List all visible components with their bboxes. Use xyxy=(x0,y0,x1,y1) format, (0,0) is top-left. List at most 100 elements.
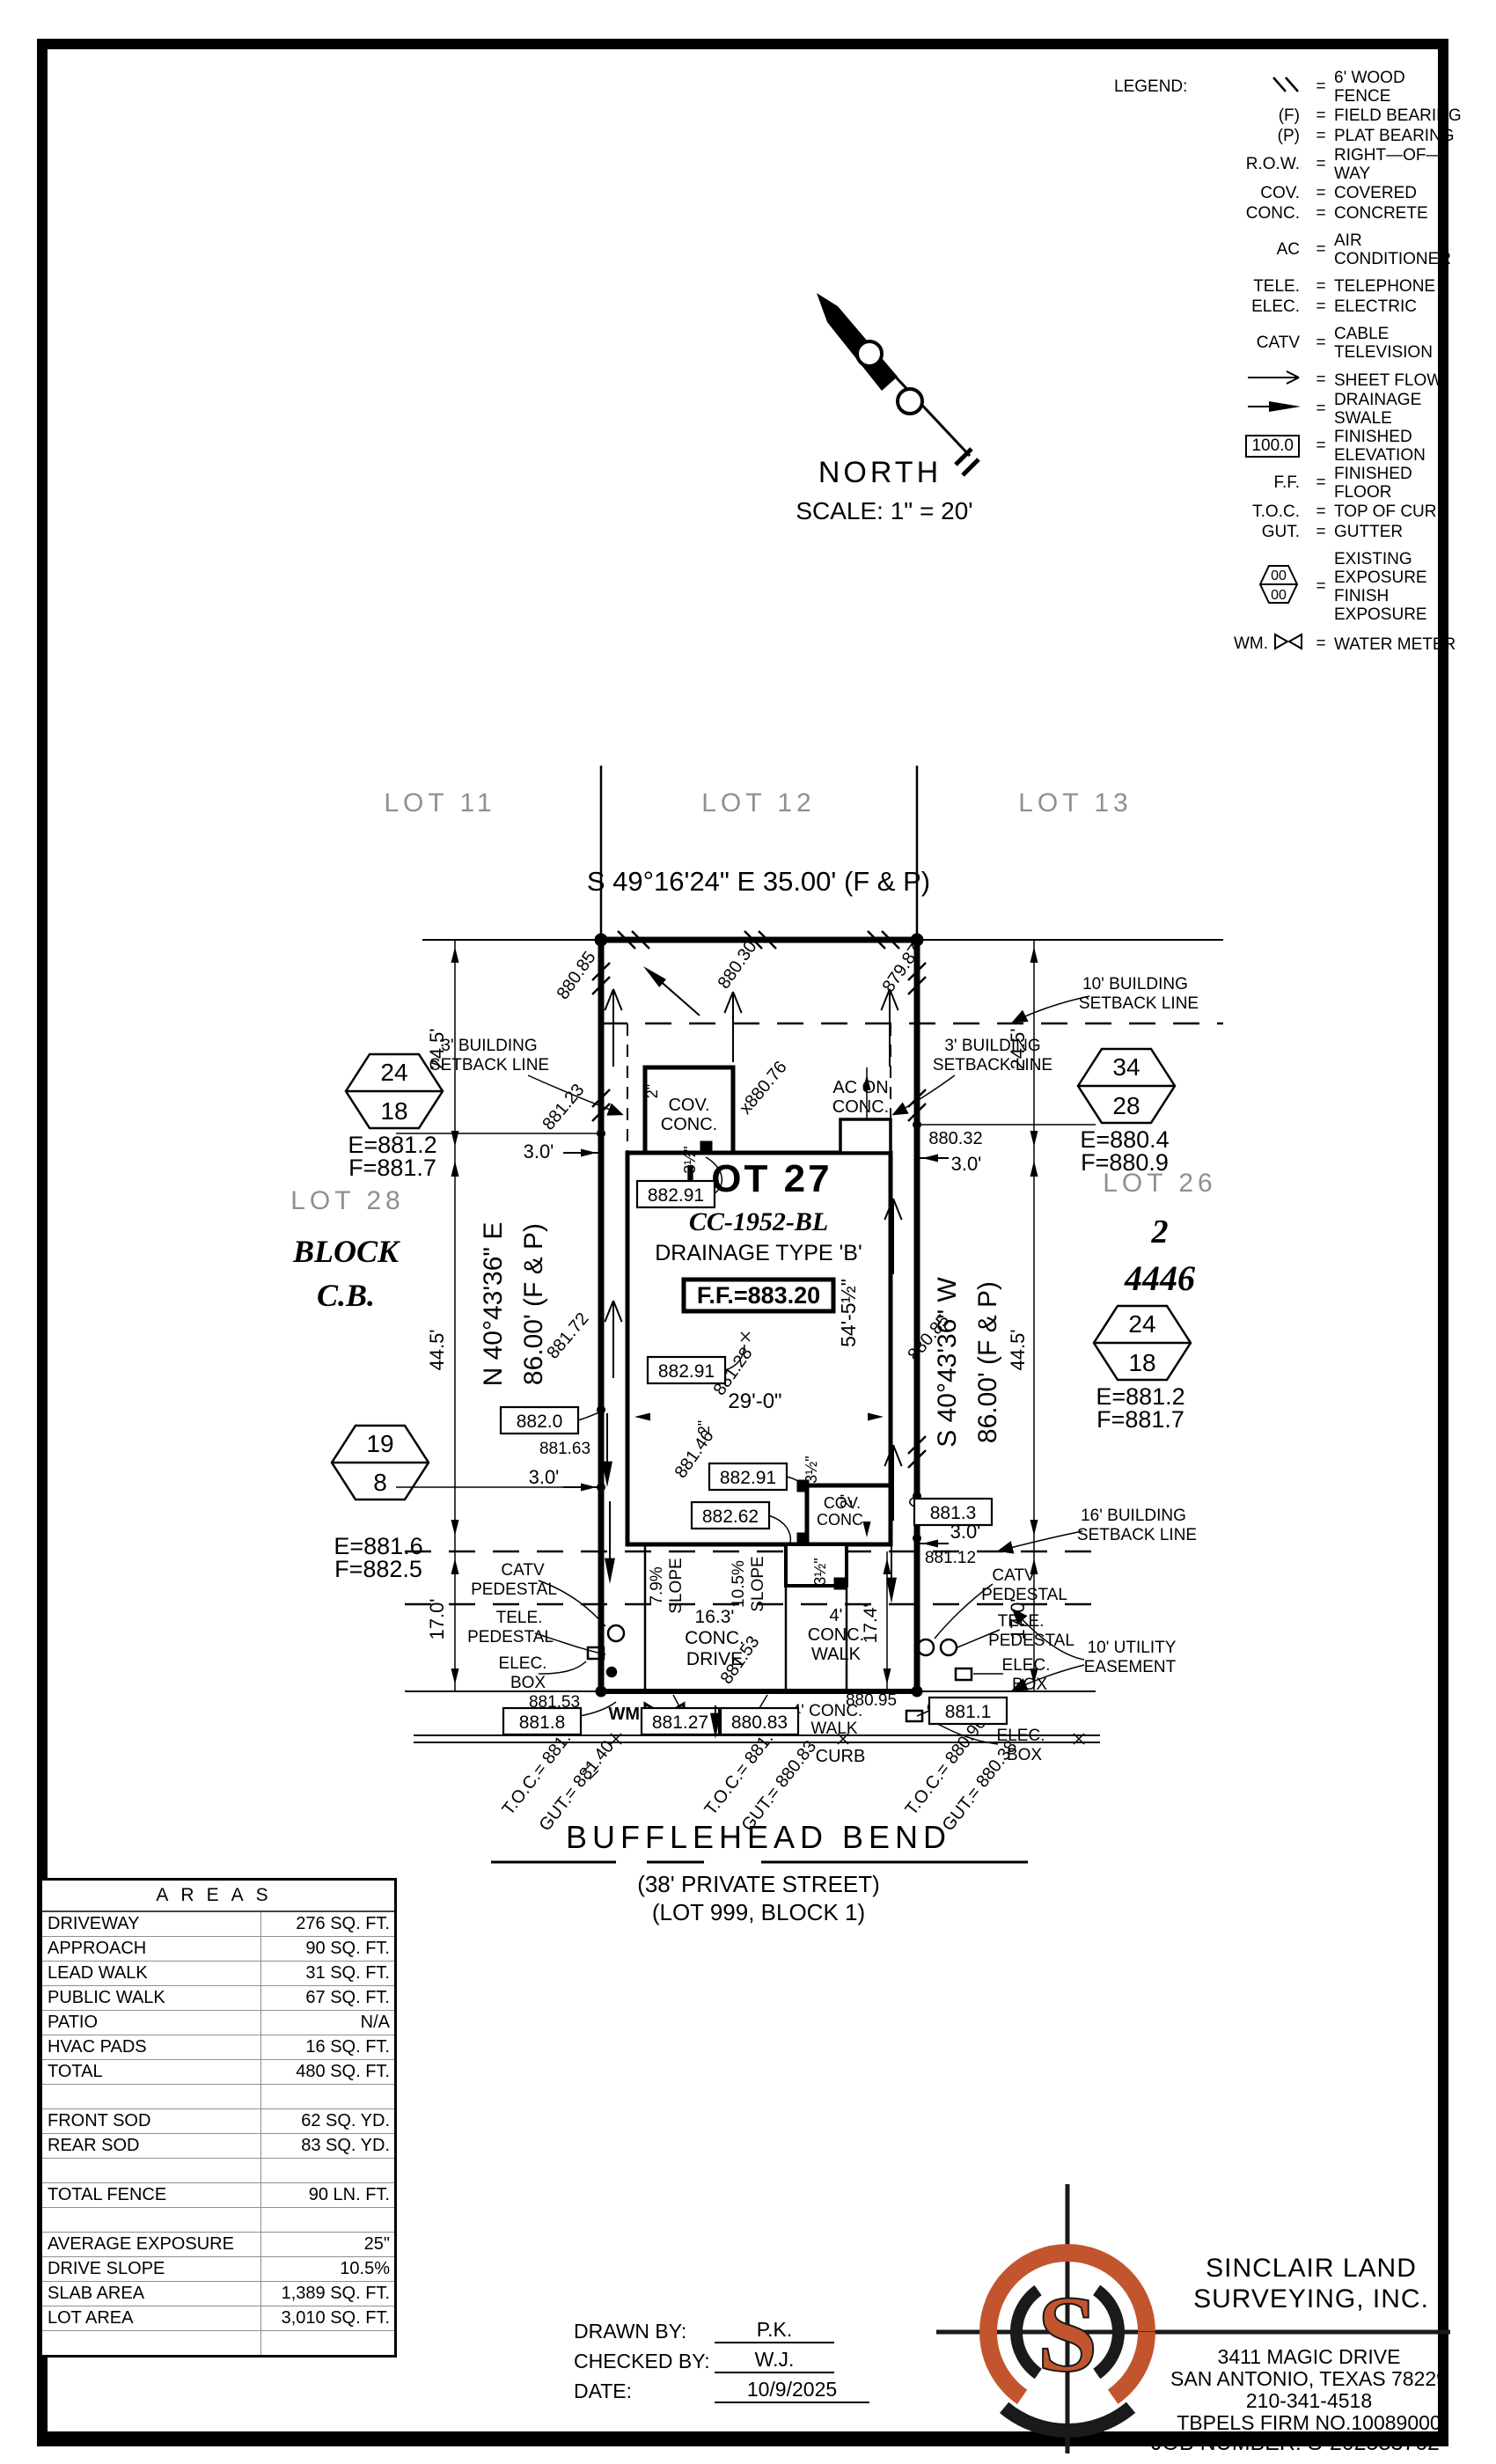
firm-street: 3411 MAGIC DRIVE xyxy=(1217,2345,1401,2368)
block-2-label: 2 xyxy=(1151,1214,1169,1250)
finished-elevation-box: 882.91 xyxy=(720,1468,776,1488)
north-arrow-icon xyxy=(817,293,980,477)
utility-label: PEDESTAL xyxy=(471,1580,557,1599)
legend: LEGEND: = 6' WOOD FENCE (F) = FIELD BEAR… xyxy=(1114,69,1466,656)
sheet-flow-arrow xyxy=(880,988,891,1011)
area-label xyxy=(42,2085,260,2108)
finished-elevation-box xyxy=(646,1355,727,1385)
slope-label: SLOPE xyxy=(667,1558,686,1613)
rear-bearing: S 49°16'24" E 35.00' (F & P) xyxy=(587,866,930,897)
legend-symbol: R.O.W. xyxy=(1202,155,1308,174)
date-value: 10/9/2025 xyxy=(715,2378,869,2403)
area-label xyxy=(42,2208,260,2232)
legend-text: TOP OF CURB xyxy=(1334,502,1448,521)
legend-row: CATV = CABLE TELEVISION xyxy=(1114,325,1466,362)
legend-text: CABLE TELEVISION xyxy=(1334,325,1433,362)
legend-equals: = xyxy=(1316,370,1326,389)
legend-symbol-label: CONC. xyxy=(1245,203,1300,223)
dimension-arrow xyxy=(451,1668,459,1684)
sheet-flow-arrow xyxy=(604,988,614,1011)
exposure-existing-value: 34 xyxy=(1112,1053,1140,1081)
legend-symbol: TELE. xyxy=(1202,277,1308,297)
dimension: 3.0' xyxy=(951,1153,982,1175)
dimension-arrow xyxy=(1030,1520,1038,1536)
legend-text: RIGHT—OF—WAY xyxy=(1334,146,1443,183)
setback-label: SETBACK LINE xyxy=(1077,1526,1197,1544)
area-label: DRIVE SLOPE xyxy=(48,2259,165,2278)
area-value: N/A xyxy=(260,2011,394,2035)
legend-row: WM. = WATER METER xyxy=(1114,632,1466,656)
drainage-type: DRAINAGE TYPE 'B' xyxy=(655,1241,862,1265)
utility-label: ELEC. xyxy=(1002,1656,1051,1675)
legend-text: AIR CONDITIONER xyxy=(1334,231,1451,268)
drive-label: 16.3' xyxy=(695,1607,735,1627)
north-label: NORTH xyxy=(818,456,942,489)
legend-row: (F) = FIELD BEARING xyxy=(1114,106,1466,126)
legend-description: FINISHED FLOOR xyxy=(1334,465,1466,502)
legend-text: COVERED xyxy=(1334,184,1417,202)
area-label: LEAD WALK xyxy=(48,1963,148,1983)
areas-table-title: AREAS xyxy=(42,1881,394,1912)
dimension-arrow xyxy=(1030,1161,1038,1177)
legend-row: T.O.C. = TOP OF CURB xyxy=(1114,502,1466,522)
legend-symbol: T.O.C. xyxy=(1202,502,1308,522)
area-label: FRONT SOD xyxy=(48,2111,151,2130)
areas-table-row xyxy=(42,2085,394,2109)
legend-row: TELE. = TELEPHONE xyxy=(1114,276,1466,297)
sheet-flow-arrow xyxy=(612,1300,623,1323)
dimension-arrow xyxy=(1030,947,1038,963)
dimension-arrow xyxy=(1030,1668,1038,1684)
legend-symbol: AC xyxy=(1202,240,1308,260)
legend-text: ELECTRIC xyxy=(1334,297,1417,316)
finished-floor-box xyxy=(681,1277,836,1314)
legend-equals: = xyxy=(1316,334,1326,352)
utility-label: ELEC. xyxy=(997,1727,1045,1745)
legend-description: WATER METER xyxy=(1334,635,1466,654)
walk-label: 4' xyxy=(830,1606,843,1625)
dimension-arrow xyxy=(883,1558,891,1574)
areas-table-row xyxy=(42,2331,394,2355)
setback-label: 3' BUILDING xyxy=(441,1037,537,1055)
street-subtitle: (38' PRIVATE STREET) xyxy=(637,1871,880,1897)
sheet-flow-arrow xyxy=(732,991,743,1014)
legend-description: COVERED xyxy=(1334,184,1466,202)
areas-table-row: TOTAL 480 SQ. FT. xyxy=(42,2060,394,2085)
area-value: 62 SQ. YD. xyxy=(260,2109,394,2133)
drainage-swale-arrow xyxy=(602,1461,612,1487)
legend-description: FIELD BEARING xyxy=(1334,106,1466,125)
area-label: HVAC PADS xyxy=(48,2037,147,2057)
walk-label: WALK xyxy=(810,1720,857,1738)
legend-row: ELEC. = ELECTRIC xyxy=(1114,297,1466,317)
legend-row: CONC. = CONCRETE xyxy=(1114,203,1466,224)
finished-elevation-box xyxy=(719,1706,800,1736)
area-value xyxy=(260,2331,394,2355)
area-value: 16 SQ. FT. xyxy=(260,2035,394,2059)
street-name: BUFFLEHEAD BEND xyxy=(566,1819,951,1855)
legend-row: AC = AIR CONDITIONER xyxy=(1114,231,1466,268)
area-value xyxy=(260,2159,394,2182)
legend-symbol-label: TELE. xyxy=(1253,276,1300,296)
legend-description: TELEPHONE xyxy=(1334,277,1466,296)
legend-symbol-label: CATV xyxy=(1256,334,1300,352)
dimension: 44.5' xyxy=(1007,1329,1029,1370)
dimension-arrow xyxy=(868,1412,884,1421)
sheet-flow-arrow xyxy=(604,1300,614,1323)
setback-label: SETBACK LINE xyxy=(1079,994,1199,1013)
legend-symbol-label: AC xyxy=(1276,240,1300,259)
dimension: 3.0' xyxy=(529,1466,560,1488)
dimension-arrow xyxy=(634,1412,650,1421)
finished-elevation-box xyxy=(502,1706,583,1736)
legend-symbol: GUT. xyxy=(1202,523,1308,542)
areas-table-body: DRIVEWAY 276 SQ. FT. APPROACH 90 SQ. FT.… xyxy=(42,1912,394,2355)
finished-elevation-box: 882.91 xyxy=(658,1361,715,1382)
legend-symbol: COV. xyxy=(1202,184,1308,203)
utility-label: CATV xyxy=(992,1566,1036,1585)
lot-11-label: LOT 11 xyxy=(384,788,495,818)
legend-description: CABLE TELEVISION xyxy=(1334,325,1466,362)
legend-symbol: (P) xyxy=(1202,127,1308,146)
finished-elevation-box xyxy=(913,1497,994,1527)
drive-label: DRIVE xyxy=(686,1649,743,1669)
dimension-arrow xyxy=(581,1483,597,1492)
firm-license: TBPELS FIRM NO.10089000 xyxy=(1177,2411,1441,2434)
exposure-existing-value: 24 xyxy=(380,1059,407,1086)
